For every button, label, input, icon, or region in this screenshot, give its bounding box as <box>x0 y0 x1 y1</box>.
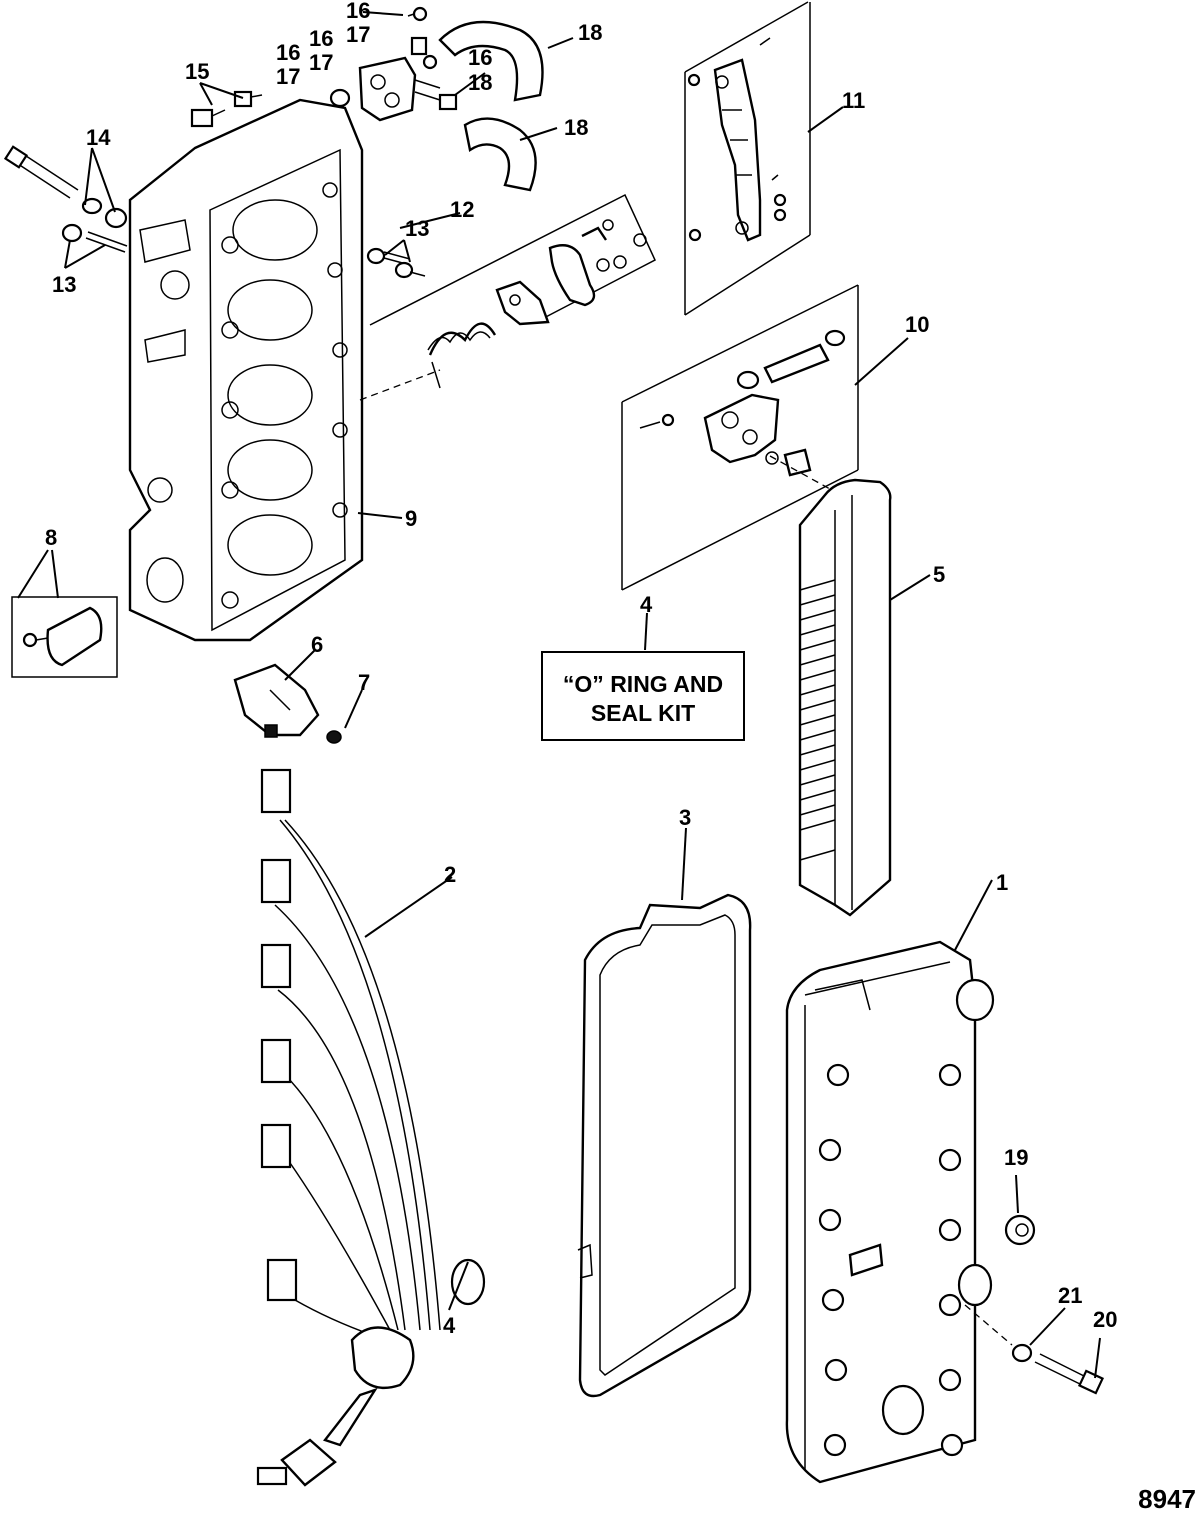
o-ring-seal-kit-label <box>541 651 745 741</box>
callout-17-top: 17 <box>346 22 370 47</box>
o-ring-part-7[interactable] <box>326 730 342 744</box>
bolt-part-20[interactable] <box>964 1304 1104 1395</box>
callout-8: 8 <box>45 525 57 550</box>
fitting-block-parts-16-17[interactable] <box>329 6 458 122</box>
callout-14: 14 <box>86 125 111 150</box>
gasket-part-3[interactable] <box>577 893 752 1398</box>
kit-label-line2: SEAL KIT <box>591 700 695 726</box>
injector-part-6[interactable] <box>233 663 320 738</box>
callout-19: 19 <box>1004 1145 1028 1170</box>
figure-number: 8947 <box>1138 1484 1196 1514</box>
callout-1: 1 <box>996 870 1008 895</box>
linkage-kit-part-12[interactable] <box>359 193 656 401</box>
callout-15: 15 <box>185 59 209 84</box>
callout-16-right: 16 <box>468 45 492 70</box>
callout-17-mid: 17 <box>309 50 333 75</box>
callout-6: 6 <box>311 632 323 657</box>
heat-sink-part-5[interactable] <box>798 478 892 917</box>
callout-17-left: 17 <box>276 64 300 89</box>
arm-assembly-part-11[interactable] <box>684 1 811 316</box>
callout-21: 21 <box>1058 1283 1082 1308</box>
hose-part-18-lower[interactable] <box>463 117 537 192</box>
cover-part-1[interactable] <box>785 940 995 1484</box>
callout-18-lower: 18 <box>564 115 588 140</box>
callout-16-left: 16 <box>276 40 300 65</box>
cover-plate-part-8[interactable] <box>11 596 118 678</box>
callout-9: 9 <box>405 506 417 531</box>
wiring-harness-part-2[interactable] <box>256 768 441 1487</box>
plenum-housing-part-9[interactable] <box>128 98 364 642</box>
callout-20: 20 <box>1093 1307 1117 1332</box>
callout-3: 3 <box>679 805 691 830</box>
callout-13-right: 13 <box>405 216 429 241</box>
stud-part-13-left[interactable] <box>61 223 128 253</box>
callout-16-top: 16 <box>346 0 370 23</box>
callout-2: 2 <box>444 862 456 887</box>
callout-4-kit: 4 <box>640 592 653 617</box>
callout-12: 12 <box>450 197 474 222</box>
callout-18-right: 18 <box>468 70 492 95</box>
callout-7: 7 <box>358 670 370 695</box>
stud-part-13-right[interactable] <box>366 247 426 279</box>
callout-11: 11 <box>842 88 865 113</box>
callout-18-top: 18 <box>578 20 602 45</box>
hose-part-18-upper[interactable] <box>438 20 544 102</box>
callout-5: 5 <box>933 562 945 587</box>
valve-assembly-part-10[interactable] <box>621 284 859 591</box>
bolt-part-14[interactable] <box>3 145 128 229</box>
grommet-part-4[interactable] <box>450 1258 486 1306</box>
callout-13-left: 13 <box>52 272 76 297</box>
washer-part-21[interactable] <box>1011 1343 1033 1363</box>
spacer-part-19[interactable] <box>1004 1214 1036 1246</box>
fitting-part-15[interactable] <box>190 90 263 128</box>
callout-labels: 1 2 3 4 4 5 6 7 8 9 10 11 12 13 13 14 15… <box>45 0 1117 1338</box>
callout-10: 10 <box>905 312 929 337</box>
callout-16-mid: 16 <box>309 26 333 51</box>
callout-4-grommet: 4 <box>443 1313 456 1338</box>
kit-label-line1: “O” RING AND <box>563 671 723 697</box>
leader-lines <box>17 11 1101 1379</box>
